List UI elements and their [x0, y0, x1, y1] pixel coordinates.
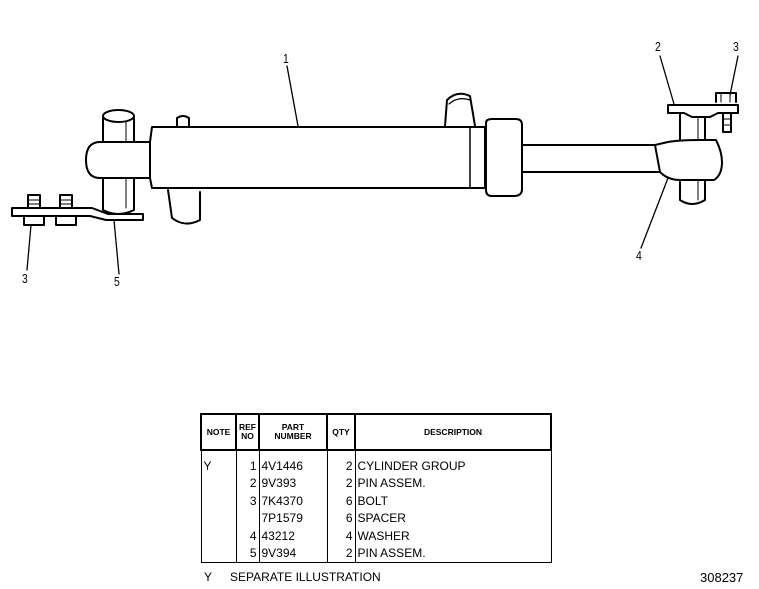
cell-note: [200, 527, 237, 545]
header-note: NOTE: [200, 413, 237, 451]
cell-ref: 1: [235, 450, 260, 475]
piston-rod: [521, 144, 661, 173]
rod-end-eye: [654, 139, 723, 181]
right-bracket-plate: [667, 92, 739, 133]
footnote-symbol: Y: [204, 570, 213, 584]
table-row: 4 43212 4 WASHER: [200, 527, 552, 545]
barrel-top-fitting: [176, 115, 190, 127]
cell-ref: 4: [235, 527, 260, 545]
table-row: 3 7K4370 6 BOLT: [200, 492, 552, 510]
cell-ref: 5: [235, 544, 260, 563]
left-bracket-plate: [11, 194, 144, 226]
callout-1: 1: [283, 51, 289, 66]
header-ref-no: REF NO: [235, 413, 260, 451]
cell-note: [200, 474, 237, 492]
cell-ref: 2: [235, 474, 260, 492]
header-part-number: PART NUMBER: [258, 413, 328, 451]
barrel-lower-fitting: [167, 189, 201, 225]
cell-part: 43212: [258, 527, 328, 545]
barrel-port-fitting: [444, 92, 476, 127]
footnote-text: SEPARATE ILLUSTRATION: [230, 570, 381, 584]
callout-5: 5: [114, 274, 120, 289]
header-qty: QTY: [326, 413, 356, 451]
header-description: DESCRIPTION: [354, 413, 552, 451]
cell-qty: 2: [326, 474, 356, 492]
cell-ref: [235, 509, 260, 527]
header-ref-line1: REF: [239, 422, 256, 432]
cell-qty: 4: [326, 527, 356, 545]
callout-4: 4: [636, 248, 642, 263]
cell-part: 4V1446: [258, 450, 328, 475]
table-row: Y 1 4V1446 2 CYLINDER GROUP: [200, 450, 552, 475]
cylinder-assembly-illustration: [11, 55, 739, 275]
cell-description: BOLT: [354, 492, 552, 510]
table-header-row: NOTE REF NO PART NUMBER QTY DESCRIPTION: [200, 413, 552, 451]
cell-ref: 3: [235, 492, 260, 510]
cell-note: [200, 492, 237, 510]
header-ref-line2: NO: [241, 431, 254, 441]
parts-list-table: NOTE REF NO PART NUMBER QTY DESCRIPTION …: [200, 413, 552, 563]
cell-description: PIN ASSEM.: [354, 544, 552, 563]
cell-description: CYLINDER GROUP: [354, 450, 552, 475]
cell-note: [200, 509, 237, 527]
table-row: 7P1579 6 SPACER: [200, 509, 552, 527]
cell-part: 7K4370: [258, 492, 328, 510]
callout-3-right: 3: [733, 39, 739, 54]
cell-part: 9V393: [258, 474, 328, 492]
cell-note: [200, 544, 237, 563]
cylinder-head-collar: [485, 118, 523, 197]
cell-qty: 6: [326, 509, 356, 527]
callout-3-left: 3: [22, 271, 28, 286]
header-part-line2: NUMBER: [274, 431, 312, 441]
cell-description: PIN ASSEM.: [354, 474, 552, 492]
cylinder-barrel: [85, 126, 486, 189]
drawing-number: 308237: [700, 570, 744, 585]
cell-description: WASHER: [354, 527, 552, 545]
footnote: Y SEPARATE ILLUSTRATION: [204, 570, 381, 584]
table-row: 5 9V394 2 PIN ASSEM.: [200, 544, 552, 563]
cell-description: SPACER: [354, 509, 552, 527]
table-row: 2 9V393 2 PIN ASSEM.: [200, 474, 552, 492]
leader-lines: [26, 55, 739, 275]
cell-note: Y: [200, 450, 237, 475]
callout-2: 2: [655, 39, 661, 54]
cell-qty: 2: [326, 450, 356, 475]
cell-qty: 6: [326, 492, 356, 510]
cell-qty: 2: [326, 544, 356, 563]
cell-part: 9V394: [258, 544, 328, 563]
header-part-line1: PART: [281, 422, 305, 432]
cell-part: 7P1579: [258, 509, 328, 527]
